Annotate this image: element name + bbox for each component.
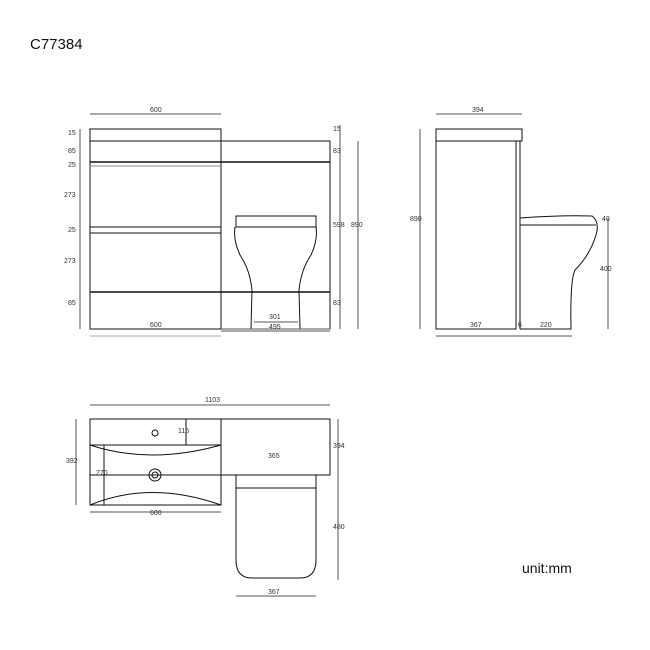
front-left-dim-7: 85: [68, 300, 76, 307]
plan-basin-depth: 392: [66, 458, 78, 465]
plan-basin-width: 600: [150, 510, 162, 517]
front-top-width: 600: [150, 107, 162, 114]
side-seat-thickness: 40: [602, 216, 610, 223]
toilet-unit-width: 495: [269, 324, 281, 331]
plan-pan-width: 367: [268, 589, 280, 596]
unit-label: unit:mm: [522, 560, 572, 576]
pan-base-width: 301: [269, 314, 281, 321]
front-left-dim-5: 25: [68, 227, 76, 234]
front-left-dim-6: 273: [64, 258, 76, 265]
plan-pan-length: 480: [333, 524, 345, 531]
front-right-dim-3: 598: [333, 222, 345, 229]
side-pan-projection: 220: [540, 322, 552, 329]
plan-tap-ledge: 115: [178, 428, 190, 435]
side-total-height: 890: [410, 216, 422, 223]
side-gap: 6: [518, 322, 522, 329]
front-left-dim-4: 273: [64, 192, 76, 199]
front-total-height: 890: [351, 222, 363, 229]
plan-total-width: 1103: [205, 397, 221, 404]
front-left-dim-2: 85: [68, 148, 76, 155]
front-bottom-width: 600: [150, 322, 162, 329]
front-right-dim-2: 83: [333, 148, 341, 155]
front-right-dim-1: 15: [333, 126, 341, 133]
product-code: C77384: [30, 36, 83, 53]
front-left-dim-1: 15: [68, 130, 76, 137]
side-cabinet-depth: 367: [470, 322, 482, 329]
plan-view: [75, 404, 339, 597]
front-left-dim-3: 25: [68, 162, 76, 169]
plan-wc-depth: 394: [333, 443, 345, 450]
plan-bowl-depth: 270: [96, 470, 108, 477]
front-right-dim-4: 83: [333, 300, 341, 307]
plan-cistern-width: 365: [268, 453, 280, 460]
side-view: [419, 113, 609, 337]
side-pan-height: 400: [600, 266, 612, 273]
side-top-depth: 394: [472, 107, 484, 114]
front-view: [79, 113, 359, 337]
